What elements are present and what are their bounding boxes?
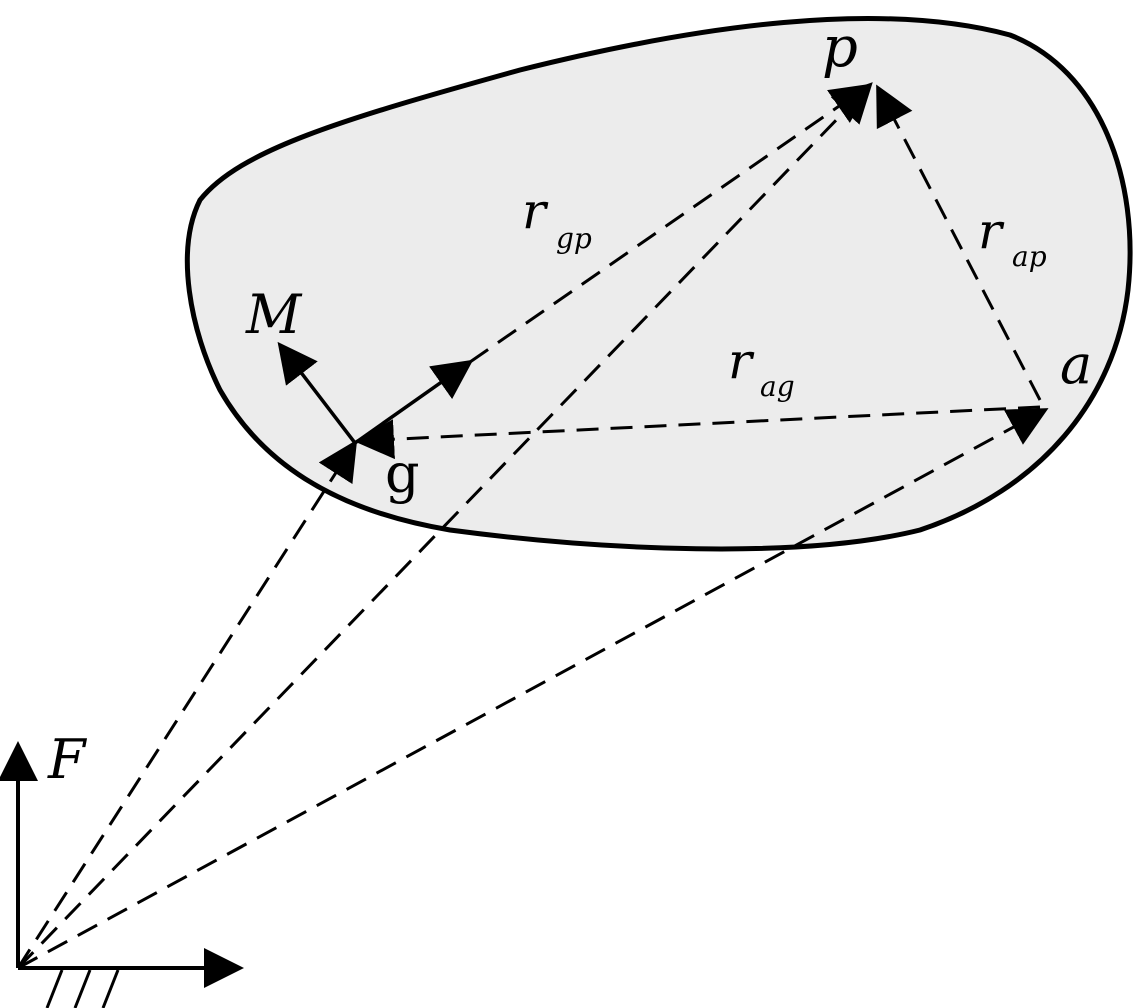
dashed-vector-r-ap	[876, 84, 1042, 401]
dashed-vector-r-gp	[469, 83, 872, 364]
label-r-ag-subscript: ag	[760, 370, 795, 403]
dashed-vector-origin-to-a	[17, 408, 1049, 970]
label-p: p	[822, 15, 858, 80]
label-F: F	[47, 728, 88, 791]
label-g: g	[385, 442, 420, 505]
label-M: M	[245, 283, 303, 346]
dashed-vector-r-ag	[354, 405, 1041, 460]
ground-hatch	[45, 969, 120, 1008]
rigid-body-outline	[184, 16, 1133, 552]
label-r-gp: r	[522, 182, 549, 240]
label-a: a	[1060, 333, 1092, 396]
solid-arrow-g-direction	[353, 359, 474, 445]
label-r-gp-subscript: gp	[556, 222, 592, 255]
label-r-ap: r	[978, 202, 1005, 260]
label-r-ap-subscript: ap	[1012, 240, 1047, 273]
label-r-ag: r	[728, 332, 755, 390]
dashed-vector-origin-to-g	[16, 439, 358, 969]
moment-arrow	[277, 341, 357, 445]
dashed-vector-origin-to-p	[16, 82, 873, 970]
